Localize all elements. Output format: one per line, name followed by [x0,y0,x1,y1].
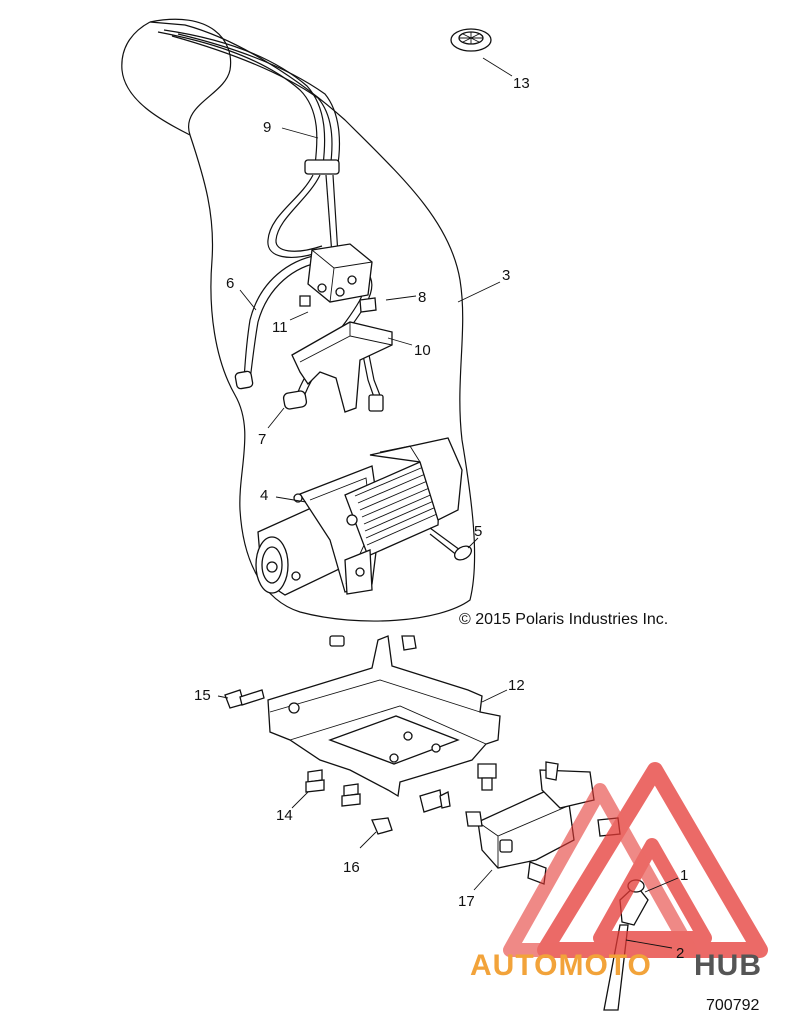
cable-harness [157,29,384,412]
callout-2: 2 [676,945,684,962]
callout-12: 12 [508,677,525,694]
watermark-text-main: AUTOMOTO [470,949,652,982]
bolt [419,789,451,813]
callout-10: 10 [414,342,431,359]
callout-6: 6 [226,275,234,292]
callout-4: 4 [260,487,268,504]
callout-7: 7 [258,431,266,448]
bolt [305,769,325,793]
contactor-assembly [299,243,377,313]
callout-13: 13 [513,75,530,92]
callout-3: 3 [502,267,510,284]
nut [371,817,393,835]
bolt [224,689,265,709]
hook-eye [453,545,473,561]
contactor-bracket [291,321,393,413]
mounting-plate [267,635,501,798]
leader-lines [217,57,679,949]
callout-16: 16 [343,859,360,876]
callout-9: 9 [263,119,271,136]
watermark-triangle [503,762,768,958]
callout-11: 11 [272,319,288,336]
winch-kit-outline [149,18,476,622]
grommet [450,28,492,52]
copyright-notice: © 2015 Polaris Industries Inc. [459,611,668,628]
callout-17: 17 [458,893,475,910]
callout-15: 15 [194,687,211,704]
diagram-id: 700792 [706,997,759,1014]
watermark-text-hub: HUB [694,949,762,982]
bolt [477,763,497,791]
callout-14: 14 [276,807,293,824]
bolt [341,783,361,807]
winch [255,437,463,596]
callout-8: 8 [418,289,426,306]
callout-1: 1 [680,867,688,884]
callout-5: 5 [474,523,482,540]
